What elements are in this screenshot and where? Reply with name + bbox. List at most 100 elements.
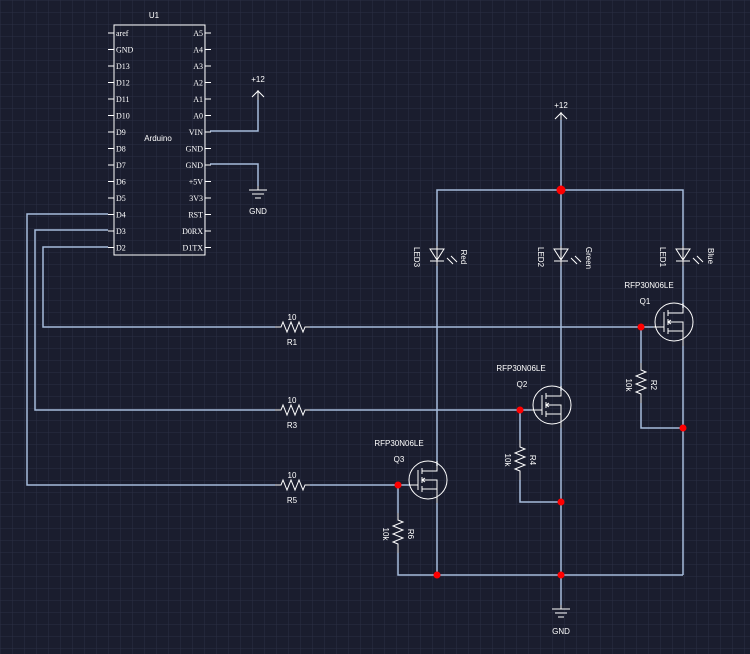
led-led1[interactable]: LED1 Blue [658, 246, 715, 268]
q2-body [532, 385, 572, 425]
wire-r6-bottom [397, 553, 683, 576]
arduino-u1[interactable]: U1 Arduino arefGNDD13D12D11D10D9D8D7D6D5… [108, 11, 211, 256]
wire-d2 [42, 246, 275, 328]
r5-value-label: 10 [288, 471, 297, 480]
wire-d4 [26, 213, 275, 486]
arduino-left-pin-label: D3 [116, 227, 126, 236]
led2-diode-icon [553, 246, 582, 266]
q1-body [654, 302, 694, 342]
arduino-name-label: Arduino [144, 134, 172, 143]
resistor-r6[interactable]: R6 10k [381, 513, 415, 553]
q3-part-label: RFP30N06LE [374, 439, 423, 448]
r6-ref-label: R6 [406, 529, 415, 540]
r6-zigzag-icon [391, 513, 405, 553]
led-led3[interactable]: LED3 Red [412, 246, 468, 268]
wire-d3 [34, 229, 275, 411]
arduino-right-pin-label: A3 [193, 62, 203, 71]
junction-r2-source [679, 424, 687, 432]
q2-transistor-icon [531, 386, 562, 428]
arduino-right-pin-label: A5 [193, 29, 203, 38]
arduino-left-pin-label: D6 [116, 178, 126, 187]
arduino-left-pin-label: D2 [116, 244, 126, 253]
arduino-ground-symbol[interactable]: GND [249, 186, 267, 216]
wire-vin [210, 100, 259, 132]
r5-ref-label: R5 [287, 496, 298, 505]
arduino-right-pin-label: D0RX [182, 227, 203, 236]
r2-ref-label: R2 [649, 380, 658, 391]
main-ground-icon [552, 605, 570, 618]
arduino-right-pin-label: D1TX [183, 244, 204, 253]
r3-value-label: 10 [288, 396, 297, 405]
wire-r4-bottom [519, 480, 561, 503]
arduino-body [113, 24, 206, 256]
r6-value-label: 10k [381, 528, 390, 542]
junction-12v-bus [556, 185, 566, 195]
arduino-gnd-label: GND [249, 207, 267, 216]
led1-diode-icon [675, 246, 704, 266]
led-led2[interactable]: LED2 Green [536, 246, 593, 269]
r1-value-label: 10 [288, 313, 297, 322]
r1-zigzag-icon [275, 320, 310, 334]
arduino-left-pin-label: D8 [116, 145, 126, 154]
led-supply-symbol[interactable]: +12 [554, 101, 568, 120]
r4-ref-label: R4 [528, 455, 537, 466]
arduino-ground-icon [249, 186, 267, 199]
resistor-r1[interactable]: 10 R1 [275, 313, 310, 347]
arduino-right-pin-label: A1 [193, 95, 203, 104]
resistor-r3[interactable]: 10 R3 [275, 396, 310, 430]
r5-zigzag-icon [275, 478, 310, 492]
arduino-pins: arefGNDD13D12D11D10D9D8D7D6D5D4D3D2A5A4A… [108, 29, 211, 253]
q1-transistor-icon [653, 303, 684, 346]
mosfet-q2[interactable]: RFP30N06LE Q2 [496, 364, 572, 428]
q3-body [408, 460, 448, 500]
arduino-left-pin-label: D4 [116, 211, 126, 220]
q2-part-label: RFP30N06LE [496, 364, 545, 373]
r3-ref-label: R3 [287, 421, 298, 430]
arduino-left-pin-label: D12 [116, 79, 130, 88]
resistor-r4[interactable]: R4 10k [503, 440, 537, 480]
wire-gnd [210, 163, 259, 186]
r1-ref-label: R1 [287, 338, 298, 347]
led3-diode-icon [429, 246, 458, 266]
resistor-r5[interactable]: 10 R5 [275, 471, 310, 505]
arduino-right-pin-label: GND [186, 145, 204, 154]
arduino-left-pin-label: D13 [116, 62, 130, 71]
mosfet-q1[interactable]: RFP30N06LE Q1 [624, 281, 694, 346]
arduino-right-pin-label: RST [188, 211, 203, 220]
vin-supply-symbol[interactable]: +12 [251, 75, 265, 100]
arduino-right-pin-label: A2 [193, 79, 203, 88]
led2-color-label: Green [584, 247, 593, 269]
q2-ref-label: Q2 [517, 380, 528, 389]
resistor-r2[interactable]: R2 10k [624, 363, 658, 403]
mosfet-q3[interactable]: RFP30N06LE Q3 [374, 439, 448, 503]
arduino-right-pin-label: +5V [189, 178, 204, 187]
junction-q2-gate [516, 406, 524, 414]
junction-r4-source [557, 498, 565, 506]
junction-q3-gate [394, 481, 402, 489]
led1-color-label: Blue [706, 248, 715, 265]
arduino-left-pin-label: D11 [116, 95, 129, 104]
led-supply-arrow-icon [554, 112, 568, 120]
arduino-ref-label: U1 [149, 11, 160, 20]
main-ground-symbol[interactable]: GND [552, 605, 570, 636]
led3-color-label: Red [459, 250, 468, 265]
junctions [394, 185, 687, 579]
arduino-right-pin-label: A0 [193, 112, 203, 121]
arduino-right-pin-label: VIN [189, 128, 203, 137]
vin-supply-label: +12 [251, 75, 265, 84]
junction-q1-gate [637, 323, 645, 331]
arduino-right-pin-label: A4 [193, 46, 203, 55]
r4-zigzag-icon [513, 440, 527, 480]
arduino-left-pin-label: D5 [116, 194, 126, 203]
led1-ref-label: LED1 [658, 247, 667, 268]
q3-transistor-icon [410, 461, 438, 503]
led2-ref-label: LED2 [536, 247, 545, 268]
junction-gnd-left [433, 571, 441, 579]
arduino-left-pin-label: D10 [116, 112, 130, 121]
arduino-left-pin-label: D7 [116, 161, 126, 170]
r4-value-label: 10k [503, 454, 512, 468]
r2-zigzag-icon [634, 363, 648, 403]
vin-arrow-icon [251, 90, 265, 100]
arduino-left-pin-label: D9 [116, 128, 126, 137]
